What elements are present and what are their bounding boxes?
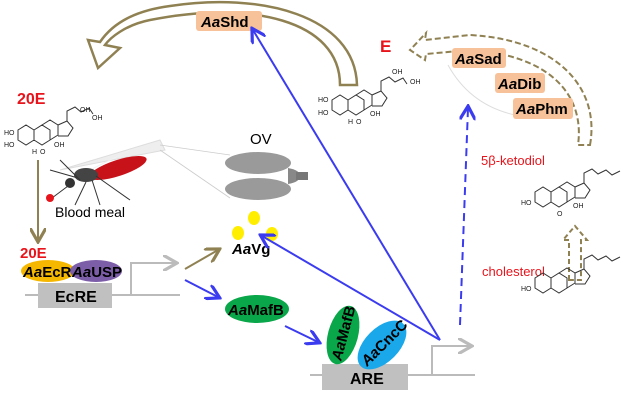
arrow-mafb-to-are (284, 325, 318, 342)
svg-text:OH: OH (370, 111, 381, 118)
ovary-image (225, 152, 308, 200)
mosquito-image (46, 139, 166, 206)
svg-text:H: H (32, 149, 37, 156)
svg-text:OH: OH (392, 69, 403, 76)
svg-text:HO: HO (318, 97, 329, 104)
svg-text:AaShd: AaShd (200, 14, 249, 31)
aausp-ellipse (70, 260, 122, 282)
are-label: ARE (350, 371, 384, 388)
aadib-enzyme-box: AaDib (495, 73, 545, 93)
20e-bound-label: 20E (20, 245, 47, 262)
arrow-ecre-to-vg (184, 250, 218, 270)
svg-text:O: O (40, 149, 46, 156)
aavg-label: AaVg (231, 241, 270, 258)
aaecr-label: AaEcR (22, 264, 72, 281)
aamafb-ellipse (225, 295, 289, 323)
arrow-are-to-vg (262, 236, 441, 341)
e-label: E (380, 37, 391, 56)
aashd-enzyme-box: AaShd (196, 11, 262, 31)
svg-text:HO: HO (4, 130, 15, 137)
cholesterol-label: cholesterol (482, 264, 545, 279)
arrow-ecre-to-mafb (184, 279, 218, 297)
aaecr-ellipse (21, 260, 75, 282)
svg-text:AaPhm: AaPhm (515, 101, 568, 118)
svg-text:OH: OH (54, 142, 65, 149)
arrow-are-to-shd (253, 30, 441, 341)
svg-text:O: O (356, 119, 362, 126)
svg-text:AaDib: AaDib (497, 76, 541, 93)
dashed-arrow-cholesterol-to-ketodiol (560, 224, 590, 281)
blood-meal-label: Blood meal (55, 204, 125, 220)
dashed-conversion-arrow (408, 30, 593, 146)
dashed-arrow-are-to-sad (459, 108, 468, 326)
conversion-arrow-e-to-20e (86, 0, 359, 87)
svg-text:AaSad: AaSad (454, 51, 502, 68)
promoter-arrow-ecre (130, 263, 175, 295)
5b-ketodiol-molecule: HO OH O (521, 168, 621, 218)
cholesterol-molecule: HO (521, 254, 621, 294)
20e-molecule: HO HO OH OH OH H O (4, 106, 103, 156)
ov-label: OV (250, 131, 272, 148)
svg-text:HO: HO (521, 286, 532, 293)
svg-text:OH: OH (573, 203, 584, 210)
ecre-label: EcRE (55, 289, 97, 306)
svg-text:OH: OH (410, 79, 421, 86)
ecdysone-molecule: HO HO OH OH OH H O (318, 69, 421, 126)
aausp-label: AaUSP (71, 264, 122, 281)
zoom-lines (159, 144, 231, 199)
svg-text:OH: OH (80, 107, 91, 114)
aaphm-enzyme-box: AaPhm (513, 98, 573, 119)
aasad-enzyme-box: AaSad (452, 48, 506, 68)
svg-text:HO: HO (521, 200, 532, 207)
ecre-box (38, 283, 112, 308)
5b-ketodiol-label: 5β-ketodiol (481, 153, 545, 168)
vitellogenin-dots (232, 211, 278, 241)
aamafb-label: AaMafB (227, 302, 284, 319)
20e-label: 20E (17, 91, 46, 108)
svg-text:HO: HO (318, 110, 329, 117)
svg-text:H: H (348, 119, 353, 126)
promoter-arrow-are (431, 346, 470, 375)
svg-text:HO: HO (4, 142, 15, 149)
pathway-arc (447, 64, 516, 116)
svg-text:O: O (557, 211, 563, 218)
svg-text:OH: OH (92, 115, 103, 122)
